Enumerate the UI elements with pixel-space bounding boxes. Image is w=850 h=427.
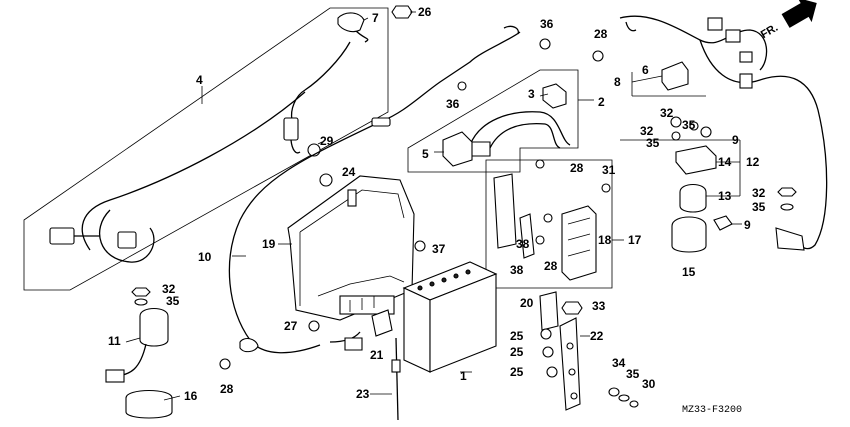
group-box-4 (23, 7, 389, 291)
bolt-24 (319, 173, 333, 187)
label-36-mid: 36 (446, 97, 460, 111)
label-15: 15 (682, 265, 696, 279)
nuts-32-35-left (131, 287, 151, 306)
label-32-mid: 32 (640, 124, 654, 138)
label-14: 14 (718, 155, 732, 169)
connector-9 (713, 215, 733, 231)
label-21: 21 (370, 348, 384, 362)
bolt-27 (308, 320, 320, 332)
stay-20 (539, 291, 559, 331)
label-38-a: 38 (516, 237, 530, 251)
grommets-25 (540, 328, 558, 378)
relay-holder-15 (671, 216, 707, 253)
bolt-28-mid (535, 159, 545, 169)
fuse-bracket (493, 173, 535, 259)
label-6: 6 (642, 63, 649, 77)
label-27: 27 (284, 319, 298, 333)
label-29: 29 (320, 134, 334, 148)
battery-negative-cable (49, 29, 369, 263)
label-34: 34 (612, 356, 626, 370)
label-36-top: 36 (540, 17, 554, 31)
battery-box-19 (287, 175, 415, 321)
label-5: 5 (422, 147, 429, 161)
label-35-a: 35 (682, 118, 696, 132)
label-26: 26 (418, 5, 432, 19)
breather-tube-23 (391, 337, 401, 421)
terminal-cover-7 (337, 12, 365, 33)
diagram-code: MZ33-F3200 (682, 405, 742, 416)
label-9-bottom: 9 (744, 218, 751, 232)
label-35-right: 35 (752, 200, 766, 214)
label-35-left: 35 (166, 294, 180, 308)
leader-lines (125, 11, 742, 401)
label-22: 22 (590, 329, 604, 343)
label-7: 7 (372, 11, 379, 25)
bolt-37 (414, 240, 426, 252)
label-4: 4 (196, 73, 203, 87)
label-17: 17 (628, 233, 642, 247)
relay-cover-6 (661, 61, 689, 91)
label-12: 12 (746, 155, 760, 169)
relay-group (670, 116, 717, 175)
label-24: 24 (342, 165, 356, 179)
label-28-top: 28 (594, 27, 608, 41)
bracket-22 (559, 317, 581, 411)
label-19: 19 (262, 237, 276, 251)
starter-relay-13 (679, 183, 707, 213)
label-32-top: 32 (660, 106, 674, 120)
nut-26 (391, 5, 413, 19)
nut-33 (561, 301, 583, 315)
battery-1 (402, 261, 498, 373)
group-box-17 (485, 159, 613, 289)
label-28-bottom: 28 (220, 382, 234, 396)
direction-label: FR. (759, 22, 780, 41)
bolt-36-top (539, 38, 551, 50)
label-31: 31 (602, 163, 616, 177)
label-30: 30 (642, 377, 656, 391)
label-33: 33 (592, 299, 606, 313)
label-20: 20 (520, 296, 534, 310)
label-25-a: 25 (510, 329, 524, 343)
label-32-left: 32 (162, 282, 176, 296)
label-13: 13 (718, 189, 732, 203)
relay-holder-16 (125, 390, 173, 419)
label-3: 3 (528, 87, 535, 101)
label-35-b: 35 (646, 136, 660, 150)
label-18: 18 (598, 233, 612, 247)
front-direction-arrow: FR. (759, 0, 817, 41)
bolt-28-bottom (219, 358, 231, 370)
relay-11 (105, 307, 169, 383)
label-25-b: 25 (510, 345, 524, 359)
cover-5 (442, 131, 473, 167)
label-1: 1 (460, 369, 467, 383)
group-box-2 (407, 69, 579, 173)
label-23: 23 (356, 387, 370, 401)
label-28-fuse: 28 (544, 259, 558, 273)
label-35-bottom: 35 (626, 367, 640, 381)
label-16: 16 (184, 389, 198, 403)
starter-cable (469, 111, 571, 157)
wire-harness (619, 15, 828, 251)
cover-3 (542, 83, 567, 109)
bolt-28-top (592, 50, 604, 62)
battery-positive-cable-10 (228, 25, 521, 354)
label-8: 8 (614, 75, 621, 89)
fuse-box-18 (561, 205, 597, 281)
label-38-b: 38 (510, 263, 524, 277)
clamp-21 (371, 309, 393, 337)
screws-fuse (535, 183, 611, 245)
bolt-30-34-35 (608, 387, 639, 408)
callout-labels: 1 2 3 4 5 6 7 8 9 9 10 11 12 13 14 15 16… (108, 5, 766, 403)
label-32-right: 32 (752, 186, 766, 200)
label-11: 11 (108, 334, 121, 348)
label-37: 37 (432, 242, 446, 256)
nuts-32-35-right (777, 187, 797, 211)
label-28-mid: 28 (570, 161, 584, 175)
label-9-top: 9 (732, 133, 739, 147)
bolt-36-mid (457, 81, 467, 91)
label-25-c: 25 (510, 365, 524, 379)
label-10: 10 (198, 250, 212, 264)
label-2: 2 (598, 95, 605, 109)
